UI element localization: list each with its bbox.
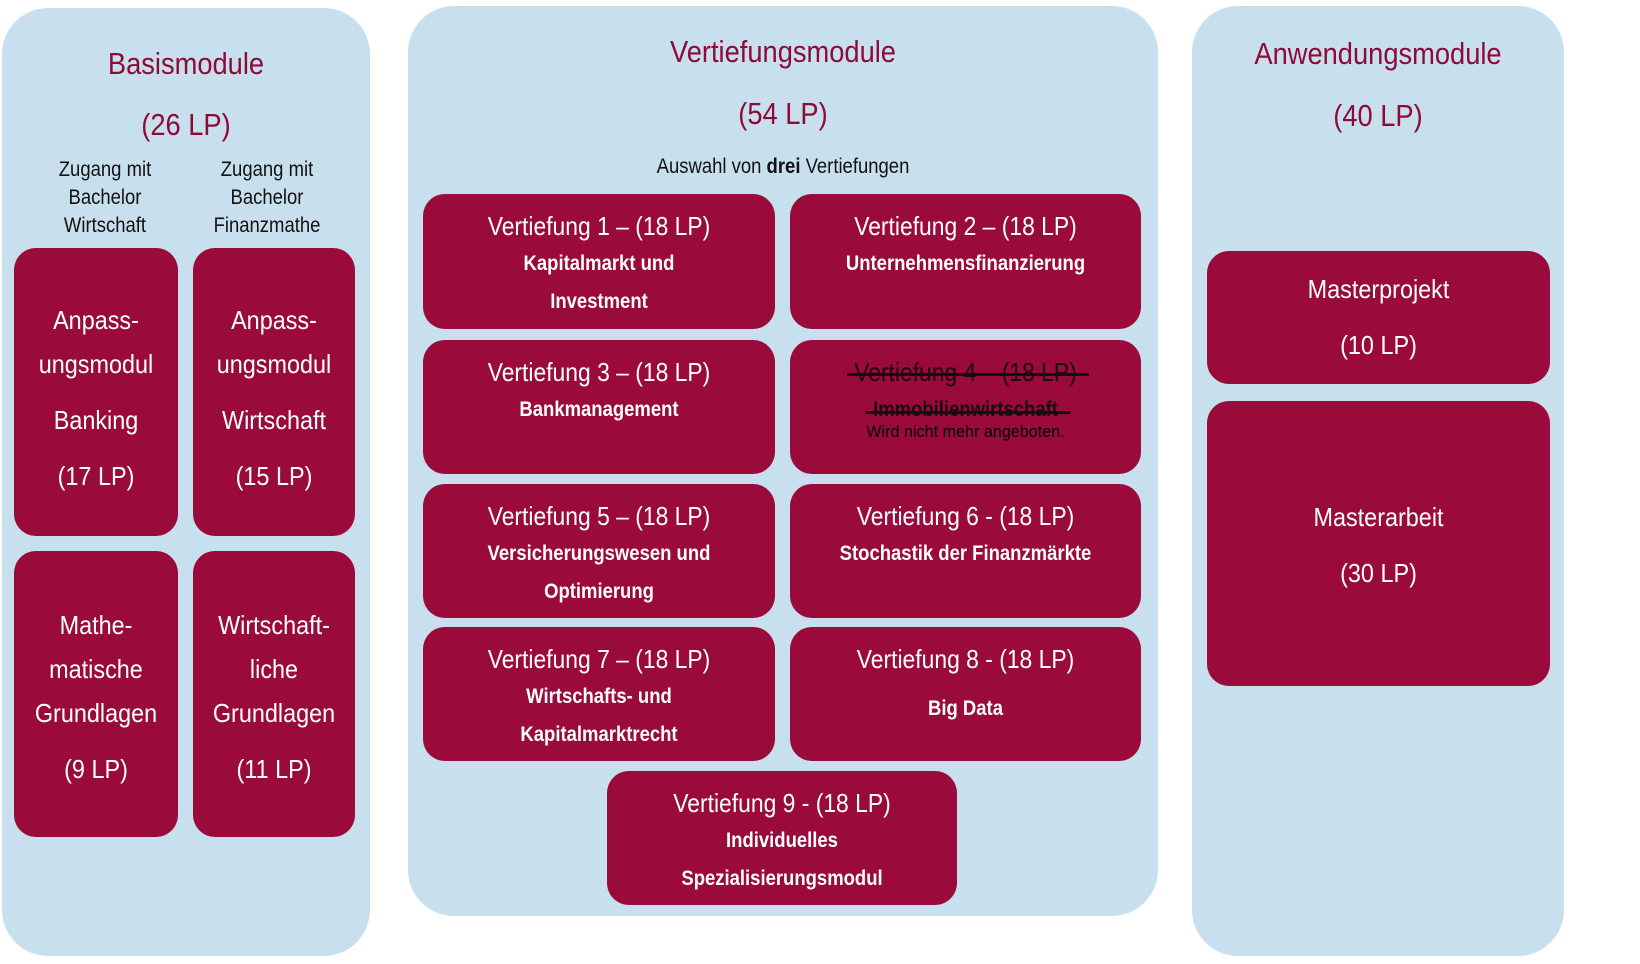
module-anpassung-banking[interactable]: Anpass- ungsmodul Banking (17 LP) — [14, 248, 178, 536]
module-vertiefung-4-discontinued: Vertiefung 4 – (18 LP) Immobilienwirtsch… — [790, 340, 1141, 474]
access-finanzmathe-note: Zugang mit Bachelor Finanzmathe — [213, 158, 321, 237]
module-masterarbeit[interactable]: Masterarbeit (30 LP) — [1207, 401, 1550, 686]
module-mathematische-grundlagen[interactable]: Mathe- matische Grundlagen (9 LP) — [14, 551, 178, 837]
module-vertiefung-2[interactable]: Vertiefung 2 – (18 LP) Unternehmensfinan… — [790, 194, 1141, 329]
module-anpassung-wirtschaft[interactable]: Anpass- ungsmodul Wirtschaft (15 LP) — [193, 248, 355, 536]
module-vertiefung-8[interactable]: Vertiefung 8 - (18 LP) Big Data — [790, 627, 1141, 761]
vertiefung-title: Vertiefungsmodule — [670, 34, 896, 69]
anwendung-title: Anwendungsmodule — [1254, 36, 1502, 71]
basis-title: Basismodule — [107, 46, 265, 81]
vertiefung-4-heading: Vertiefung 4 – (18 LP) — [847, 357, 1090, 387]
vertiefung-4-sub: Immobilienwirtschaft — [866, 390, 1071, 430]
module-vertiefung-7[interactable]: Vertiefung 7 – (18 LP) Wirtschafts- und … — [423, 627, 775, 761]
discontinued-note: Wird nicht mehr angeboten. — [866, 422, 1065, 441]
module-vertiefung-5[interactable]: Vertiefung 5 – (18 LP) Versicherungswese… — [423, 484, 775, 618]
selection-note: Auswahl von drei Vertiefungen — [656, 155, 910, 178]
module-masterprojekt[interactable]: Masterprojekt (10 LP) — [1207, 251, 1550, 384]
module-vertiefung-3[interactable]: Vertiefung 3 – (18 LP) Bankmanagement — [423, 340, 775, 474]
anwendung-lp: (40 LP) — [1333, 98, 1423, 133]
basis-lp: (26 LP) — [141, 107, 231, 142]
access-wirtschaft-note: Zugang mit Bachelor Wirtschaft — [58, 158, 152, 237]
vertiefung-lp: (54 LP) — [738, 96, 828, 131]
module-wirtschaftliche-grundlagen[interactable]: Wirtschaft- liche Grundlagen (11 LP) — [193, 551, 355, 837]
module-vertiefung-9[interactable]: Vertiefung 9 - (18 LP) Individuelles Spe… — [607, 771, 957, 905]
module-vertiefung-6[interactable]: Vertiefung 6 - (18 LP) Stochastik der Fi… — [790, 484, 1141, 618]
module-vertiefung-1[interactable]: Vertiefung 1 – (18 LP) Kapitalmarkt und … — [423, 194, 775, 329]
